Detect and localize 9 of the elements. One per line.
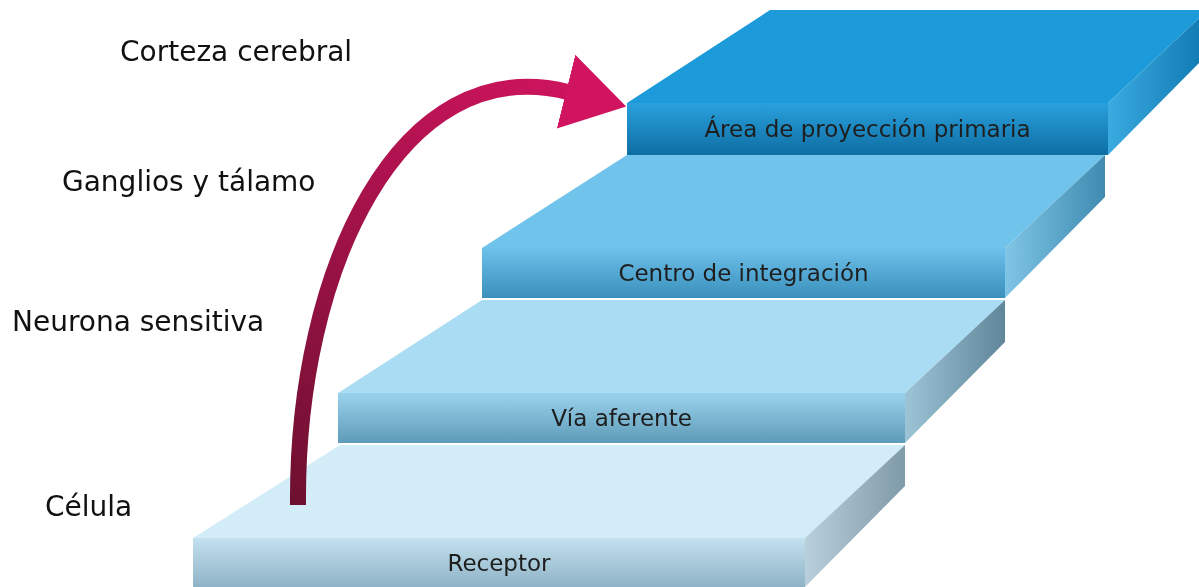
curved-arrow <box>290 54 628 506</box>
level-label: Corteza cerebral <box>120 35 353 68</box>
step-label: Área de proyección primaria <box>703 114 1032 144</box>
step-label: Centro de integración <box>617 259 870 288</box>
level-label: Célula <box>45 490 133 523</box>
level-label: Ganglios y tálamo <box>62 165 316 198</box>
step-label: Vía aferente <box>550 404 693 433</box>
step-label: Receptor <box>446 548 552 578</box>
level-label: Neurona sensitiva <box>12 305 265 338</box>
